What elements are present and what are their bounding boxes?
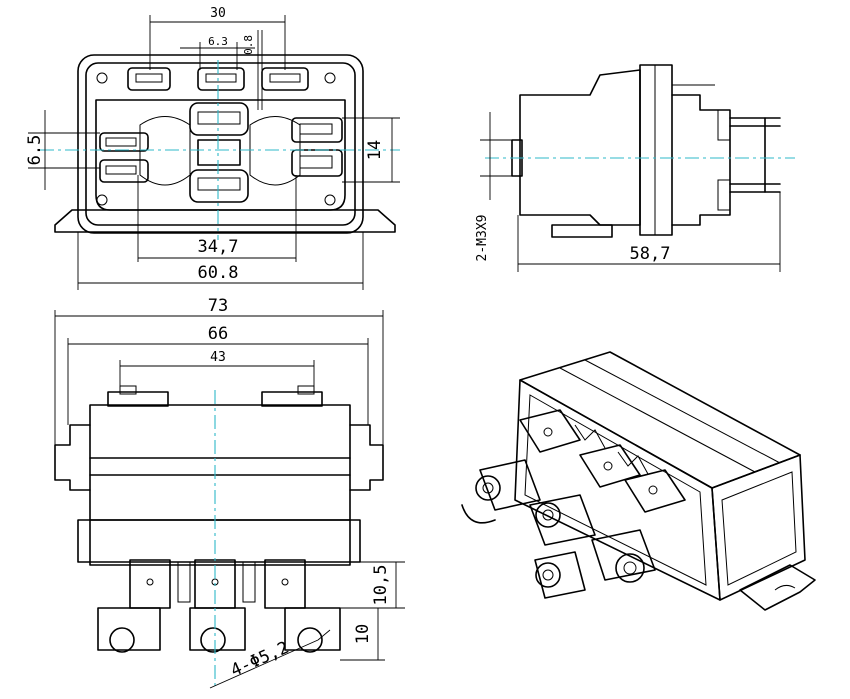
dim-terminal-width: 6.3 <box>208 35 228 48</box>
dim-terminal-thickness: 0.8 <box>242 35 255 55</box>
isometric-view <box>461 351 816 611</box>
dim-terminal-span: 30 <box>210 6 226 21</box>
dim-lug-height: 10 <box>353 624 373 644</box>
dim-hole-spec: 4-Φ5,2 <box>228 638 292 681</box>
dim-overall-width: 73 <box>208 296 228 316</box>
dim-screw-spec: 2-M3X9 <box>475 215 490 262</box>
dim-depth: 58,7 <box>630 244 671 264</box>
dim-body-width: 60.8 <box>198 263 239 283</box>
dim-flange-width: 66 <box>208 324 228 344</box>
dim-left-terminal-height: 6.5 <box>25 135 45 166</box>
dim-right-terminal-height: 14 <box>365 140 385 160</box>
dim-mount-hole-span: 34,7 <box>198 237 239 257</box>
front-view: 30 6.3 0.8 6.5 14 34,7 60.8 <box>25 6 400 290</box>
bottom-view: 73 66 43 10,5 10 4-Φ5,2 <box>54 296 405 690</box>
side-view: 2-M3X9 58,7 <box>475 64 795 272</box>
dim-terminal-pitch: 43 <box>210 350 226 365</box>
dim-terminal-length: 10,5 <box>371 565 391 606</box>
